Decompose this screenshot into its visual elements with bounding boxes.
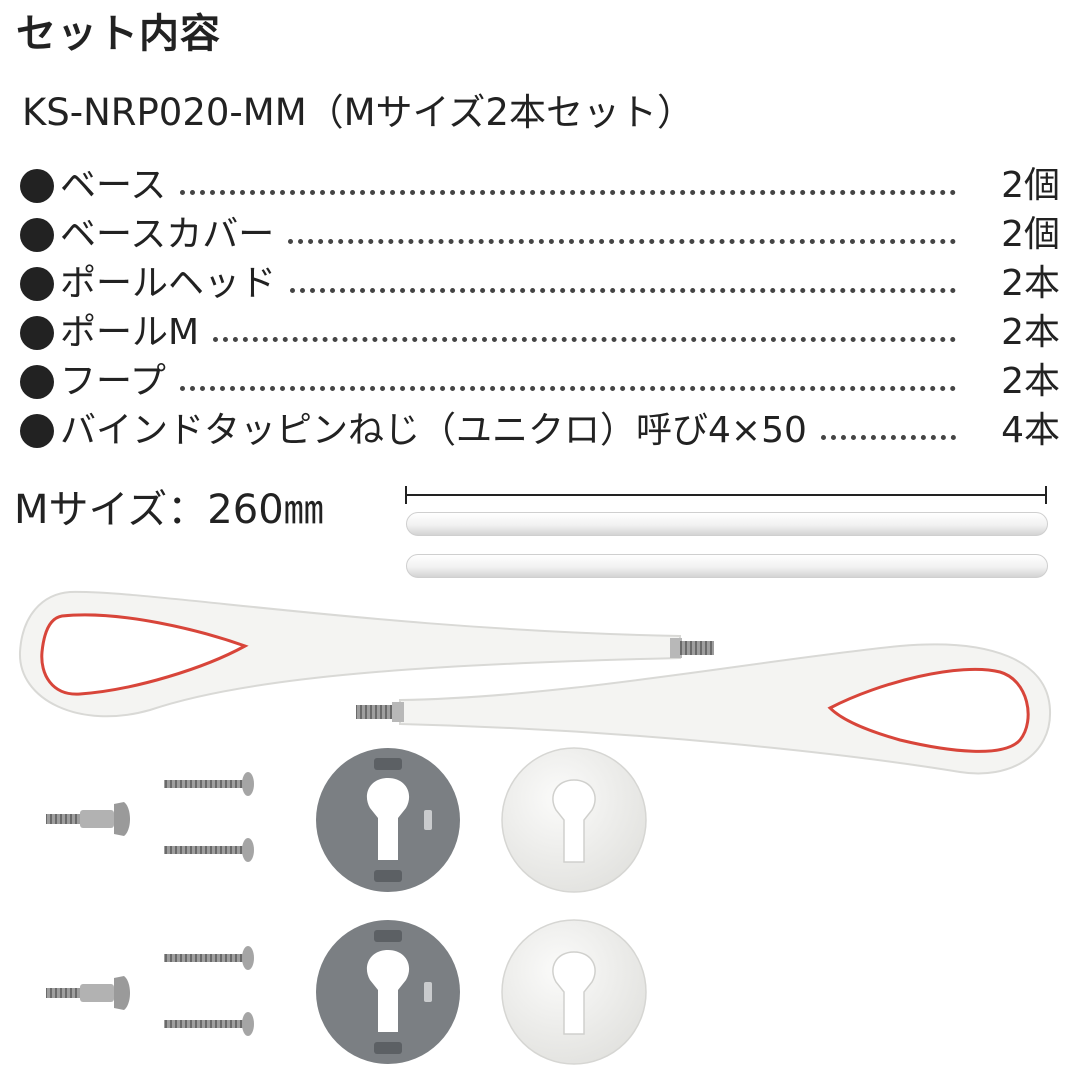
- item-name: ベース: [60, 165, 167, 206]
- item-name: ポールヘッド: [60, 263, 277, 304]
- bullet-icon: [20, 169, 54, 203]
- item-qty: 2本: [1001, 361, 1060, 402]
- bullet-icon: [20, 365, 54, 399]
- tapping-screw: [164, 1012, 254, 1036]
- contents-list: ベース 2個 ベースカバー 2個 ポールヘッド 2本 ポールM 2本 フープ 2…: [20, 160, 1060, 454]
- base-cover: [501, 747, 647, 893]
- dot-leader: [213, 337, 956, 342]
- set-name: KS-NRP020-MM（Mサイズ2本セット）: [22, 91, 694, 134]
- list-item: バインドタッピンねじ（ユニクロ）呼び4×50 4本: [20, 405, 1060, 454]
- base-plate: [316, 748, 460, 892]
- base-cover: [501, 919, 647, 1065]
- list-item: ポールM 2本: [20, 307, 1060, 356]
- item-name: ベースカバー: [60, 214, 275, 255]
- tapping-screw: [164, 838, 254, 862]
- item-qty: 4本: [1001, 410, 1060, 451]
- dot-leader: [179, 386, 956, 391]
- size-label: Mサイズ：260㎜: [14, 487, 324, 533]
- parts-illustration: [18, 590, 1052, 1065]
- item-name: フープ: [60, 361, 166, 402]
- pole-head: [356, 643, 1052, 775]
- bullet-icon: [20, 414, 54, 448]
- dot-leader: [820, 435, 956, 440]
- page-title: セット内容: [16, 11, 221, 57]
- anchor-screw: [46, 802, 130, 836]
- list-item: ベース 2個: [20, 160, 1060, 209]
- tapping-screw: [164, 772, 254, 796]
- tapping-screw: [164, 946, 254, 970]
- bullet-icon: [20, 316, 54, 350]
- item-name: ポールM: [60, 312, 200, 353]
- item-qty: 2本: [1001, 263, 1060, 304]
- pole-m: [406, 554, 1048, 578]
- item-qty: 2個: [1001, 165, 1060, 206]
- dot-leader: [180, 190, 956, 195]
- base-plate: [316, 920, 460, 1064]
- list-item: ポールヘッド 2本: [20, 258, 1060, 307]
- bullet-icon: [20, 267, 54, 301]
- dimension-line: [405, 486, 1047, 504]
- item-name: バインドタッピンねじ（ユニクロ）呼び4×50: [60, 410, 807, 451]
- bullet-icon: [20, 218, 54, 252]
- anchor-screw: [46, 976, 130, 1010]
- pole-head: [18, 590, 714, 718]
- dot-leader: [290, 288, 956, 293]
- dot-leader: [288, 239, 956, 244]
- list-item: ベースカバー 2個: [20, 209, 1060, 258]
- pole-m: [406, 512, 1048, 536]
- item-qty: 2個: [1001, 214, 1060, 255]
- list-item: フープ 2本: [20, 356, 1060, 405]
- item-qty: 2本: [1001, 312, 1060, 353]
